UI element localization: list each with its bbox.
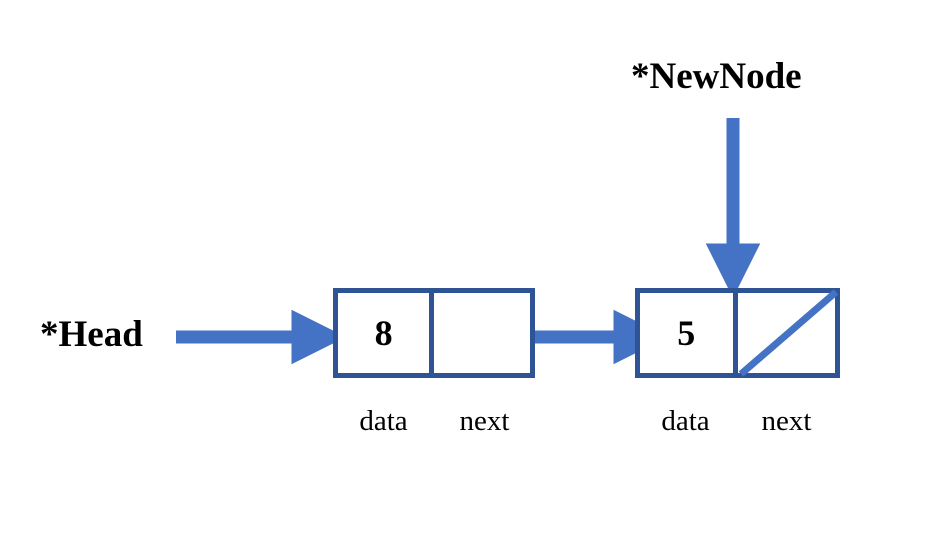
node-next-cell xyxy=(434,293,530,373)
node-data-cell: 5 xyxy=(640,293,738,373)
head-pointer-label: *Head xyxy=(40,314,143,355)
node-data-field-label: data xyxy=(661,405,710,437)
node-data-value: 8 xyxy=(374,313,393,353)
node-field-labels: data next xyxy=(635,404,840,444)
node-data-field-label: data xyxy=(359,405,408,437)
node-data-cell: 8 xyxy=(338,293,435,373)
node-data-value: 5 xyxy=(677,313,696,353)
node-next-cell xyxy=(738,293,835,373)
list-node: 5 xyxy=(635,288,840,378)
node-next-field-label: next xyxy=(761,405,812,437)
node-field-labels: data next xyxy=(333,404,535,444)
newnode-pointer-label: *NewNode xyxy=(631,56,802,97)
list-node: 8 xyxy=(333,288,535,378)
node-next-field-label: next xyxy=(459,405,510,437)
